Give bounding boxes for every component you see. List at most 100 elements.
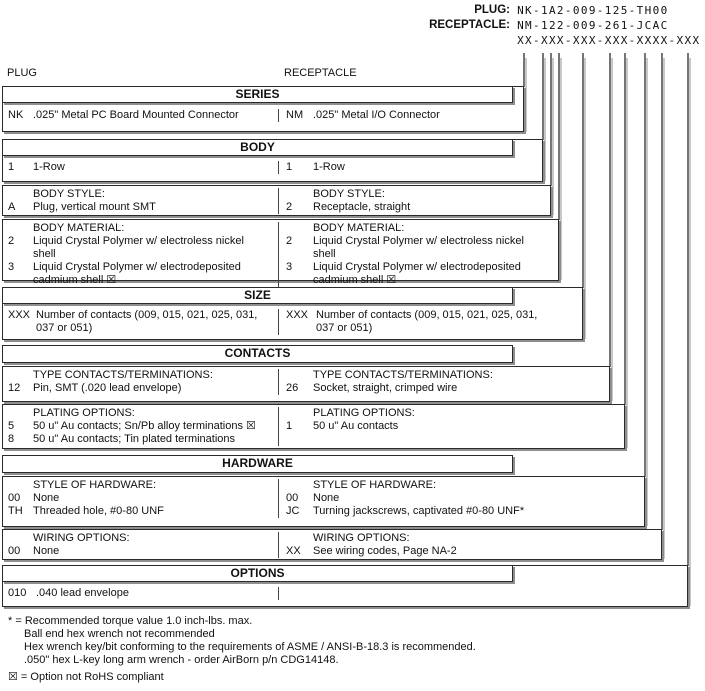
option-code: 010 bbox=[8, 587, 27, 599]
series-header: SERIES bbox=[2, 86, 513, 103]
option-desc: Number of contacts (009, 015, 021, 025, … bbox=[36, 309, 258, 334]
options-header: OPTIONS bbox=[2, 565, 513, 582]
plating-receptacle-entry: 1 50 u" Au contacts bbox=[286, 420, 618, 433]
body-style-box bbox=[2, 185, 551, 216]
option-desc: Liquid Crystal Polymer w/ electrodeposit… bbox=[313, 261, 521, 286]
contacts-type-label-receptacle: TYPE CONTACTS/TERMINATIONS: bbox=[313, 369, 493, 381]
option-code: 8 bbox=[8, 433, 15, 445]
options-receptacle-empty bbox=[278, 587, 478, 600]
plating-box bbox=[2, 404, 625, 449]
option-code: XXX bbox=[8, 309, 31, 321]
option-desc: Liquid Crystal Polymer w/ electroless ni… bbox=[313, 235, 524, 260]
option-code: 12 bbox=[8, 382, 21, 394]
body-material-label-plug: BODY MATERIAL: bbox=[33, 222, 125, 234]
option-code: A bbox=[8, 201, 16, 213]
option-desc: Pin, SMT (.020 lead envelope) bbox=[33, 382, 182, 394]
option-desc: 50 u" Au contacts; Tin plated terminatio… bbox=[33, 433, 236, 445]
receptacle-part-number-value: NM-122-009-261-JCAC bbox=[517, 19, 669, 32]
hardware-style-receptacle-entry: JC Turning jackscrews, captivated #0-80 … bbox=[286, 505, 638, 518]
body-style-rows: BODY STYLE: A Plug, vertical mount SMT B… bbox=[3, 188, 549, 214]
hardware-header: HARDWARE bbox=[2, 455, 513, 473]
series-plug-entry: NK .025" Metal PC Board Mounted Connecto… bbox=[8, 109, 276, 122]
option-desc: 1-Row bbox=[313, 161, 345, 173]
body-material-plug-entry: 3 Liquid Crystal Polymer w/ electrodepos… bbox=[8, 261, 276, 287]
body-plug-entry: 1 1-Row bbox=[8, 161, 276, 174]
right-column-label: RECEPTACLE bbox=[284, 67, 357, 79]
option-code: 2 bbox=[286, 201, 293, 213]
option-desc: Threaded hole, #0-80 UNF bbox=[33, 505, 164, 517]
size-receptacle-entry: XXX Number of contacts (009, 015, 021, 0… bbox=[286, 309, 576, 335]
option-code: 3 bbox=[8, 261, 15, 273]
option-code: 5 bbox=[8, 420, 15, 432]
option-code: 1 bbox=[286, 420, 293, 432]
body-material-label-receptacle: BODY MATERIAL: bbox=[313, 222, 405, 234]
size-rows: XXX Number of contacts (009, 015, 021, 0… bbox=[3, 309, 581, 335]
option-code: 00 bbox=[286, 492, 299, 504]
size-header: SIZE bbox=[2, 287, 513, 304]
code-mask-row: XX-XXX-XXX-XXX-XXXX-XXX bbox=[378, 34, 703, 47]
plating-label-receptacle: PLATING OPTIONS: bbox=[313, 407, 415, 419]
series-rows: NK .025" Metal PC Board Mounted Connecto… bbox=[3, 109, 523, 122]
wiring-rows: WIRING OPTIONS: 00 None WIRING OPTIONS: … bbox=[3, 532, 660, 558]
option-code: 26 bbox=[286, 382, 299, 394]
option-code: XXX bbox=[286, 309, 309, 321]
option-code: 1 bbox=[8, 161, 15, 173]
option-code: NK bbox=[8, 109, 24, 121]
receptacle-part-number-row: RECEPTACLE: NM-122-009-261-JCAC bbox=[378, 19, 703, 32]
body-material-box bbox=[2, 219, 559, 281]
wiring-plug-entry: 00 None bbox=[8, 545, 276, 558]
plug-part-number-value: NK-1A2-009-125-TH00 bbox=[517, 4, 669, 17]
contacts-type-rows: TYPE CONTACTS/TERMINATIONS: 12 Pin, SMT … bbox=[3, 369, 608, 395]
option-desc: Socket, straight, crimped wire bbox=[313, 382, 458, 394]
option-desc: Plug, vertical mount SMT bbox=[33, 201, 156, 213]
torque-footnote-line: Ball end hex wrench not recommended bbox=[24, 628, 215, 640]
option-desc: Turning jackscrews, captivated #0-80 UNF… bbox=[313, 505, 525, 517]
option-desc: 50 u" Au contacts bbox=[313, 420, 399, 432]
body-receptacle-entry: 1 1-Row bbox=[286, 161, 536, 174]
contacts-type-receptacle-entry: 26 Socket, straight, crimped wire bbox=[286, 382, 603, 395]
option-code: NM bbox=[286, 109, 304, 121]
option-desc: Liquid Crystal Polymer w/ electroless ni… bbox=[33, 235, 244, 260]
wiring-label-receptacle: WIRING OPTIONS: bbox=[313, 532, 410, 544]
hardware-style-receptacle-entry: 00 None bbox=[286, 492, 638, 505]
left-column-label: PLUG bbox=[7, 67, 37, 79]
options-rows: 010 .040 lead envelope bbox=[3, 587, 686, 600]
option-desc: None bbox=[33, 492, 60, 504]
option-desc: 50 u" Au contacts; Sn/Pb alloy terminati… bbox=[33, 420, 256, 432]
hardware-style-rows: STYLE OF HARDWARE: 00 None TH Threaded h… bbox=[3, 479, 643, 518]
option-desc: None bbox=[33, 545, 60, 557]
option-code: 2 bbox=[8, 235, 15, 247]
torque-footnote-line: .050" hex L-key long arm wrench - order … bbox=[24, 654, 339, 666]
body-material-receptacle-entry: 3 Liquid Crystal Polymer w/ electrodepos… bbox=[286, 261, 552, 287]
wiring-receptacle-entry: XX See wiring codes, Page NA-2 bbox=[286, 545, 653, 558]
option-desc: Number of contacts (009, 015, 021, 025, … bbox=[316, 309, 538, 334]
option-code: 00 bbox=[8, 492, 21, 504]
torque-footnote-line: Hex wrench key/bit conforming to the req… bbox=[24, 641, 476, 653]
body-style-label-receptacle: BODY STYLE: bbox=[313, 188, 385, 200]
plating-plug-entry: 8 50 u" Au contacts; Tin plated terminat… bbox=[8, 433, 276, 446]
body-style-plug-entry: A Plug, vertical mount SMT bbox=[8, 201, 276, 214]
plating-rows: PLATING OPTIONS: 5 50 u" Au contacts; Sn… bbox=[3, 407, 623, 446]
plug-part-number-row: PLUG: NK-1A2-009-125-TH00 bbox=[378, 4, 703, 17]
torque-footnote-line: * = Recommended torque value 1.0 inch-lb… bbox=[8, 615, 253, 627]
body-material-plug-entry: 2 Liquid Crystal Polymer w/ electroless … bbox=[8, 235, 276, 261]
contacts-header: CONTACTS bbox=[2, 345, 513, 363]
body-rows: 1 1-Row 1 1-Row bbox=[3, 161, 541, 174]
option-desc: None bbox=[313, 492, 340, 504]
contacts-type-label-plug: TYPE CONTACTS/TERMINATIONS: bbox=[33, 369, 213, 381]
contacts-type-plug-entry: 12 Pin, SMT (.020 lead envelope) bbox=[8, 382, 276, 395]
hardware-style-label-receptacle: STYLE OF HARDWARE: bbox=[313, 479, 437, 491]
hardware-style-box bbox=[2, 476, 645, 527]
option-code: 2 bbox=[286, 235, 293, 247]
option-desc: .025" Metal I/O Connector bbox=[313, 109, 440, 121]
size-plug-entry: XXX Number of contacts (009, 015, 021, 0… bbox=[8, 309, 276, 335]
hardware-style-plug-entry: 00 None bbox=[8, 492, 276, 505]
option-code: JC bbox=[286, 505, 300, 517]
option-desc: See wiring codes, Page NA-2 bbox=[313, 545, 457, 557]
option-desc: 1-Row bbox=[33, 161, 65, 173]
hardware-style-label-plug: STYLE OF HARDWARE: bbox=[33, 479, 157, 491]
option-code: 1 bbox=[286, 161, 293, 173]
option-desc: .025" Metal PC Board Mounted Connector bbox=[33, 109, 239, 121]
options-plug-entry: 010 .040 lead envelope bbox=[8, 587, 276, 600]
